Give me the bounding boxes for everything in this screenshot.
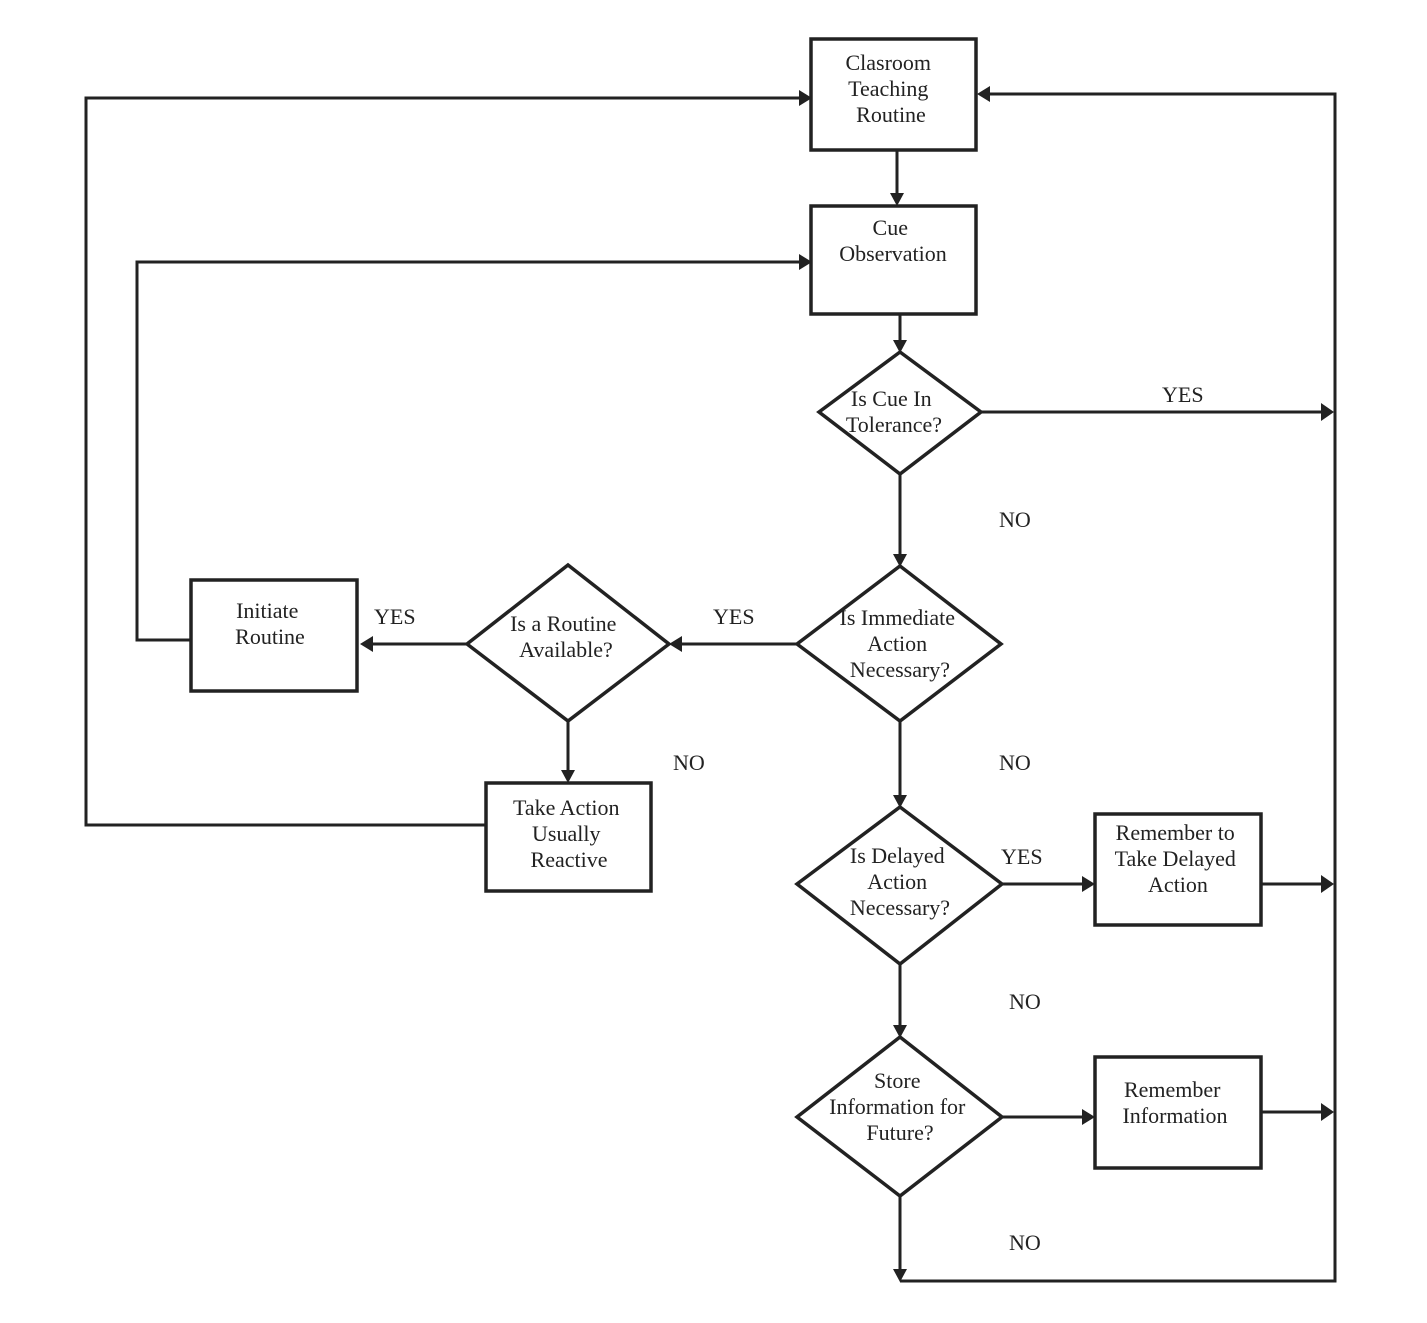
edge-label-routine-no: NO: [673, 750, 705, 775]
node-label: Remember Information: [1122, 1077, 1227, 1128]
node-cue-observation: Cue Observation: [809, 204, 978, 316]
arrowhead-into-immediate: [893, 554, 907, 567]
decision-is-cue-in-tolerance: Is Cue In Tolerance?: [816, 349, 984, 477]
arrowhead-into-tolerance: [893, 340, 907, 353]
arrowhead-into-routine-available: [669, 636, 682, 652]
connector-return-line: [900, 92, 1337, 1283]
edge-label-tolerance-no: NO: [999, 507, 1031, 532]
arrowhead-into-remember-delayed: [1082, 876, 1095, 892]
node-label: Cue Observation: [839, 215, 947, 266]
arrowhead-remember-info-out: [1321, 1103, 1334, 1121]
node-take-action-usually-reactive: Take Action Usually Reactive: [484, 781, 653, 893]
node-label: Initiate Routine: [235, 598, 305, 649]
node-remember-to-take-delayed-action: Remember to Take Delayed Action: [1093, 812, 1263, 927]
arrowhead-remember-delayed-out: [1321, 875, 1334, 893]
arrowhead-into-cue-from-loop: [799, 254, 812, 270]
arrowhead-into-cue-observation: [890, 193, 904, 206]
node-label: Is Immediate Action Necessary?: [840, 605, 961, 682]
edge-label-delayed-yes: YES: [1001, 844, 1043, 869]
node-label: Is a Routine Available?: [510, 611, 622, 662]
node-label: Remember to Take Delayed Action: [1115, 820, 1242, 897]
decision-is-delayed-action-necessary: Is Delayed Action Necessary?: [794, 804, 1005, 967]
node-label: Is Cue In Tolerance?: [846, 386, 942, 437]
edge-label-routine-yes: YES: [374, 604, 416, 629]
decision-store-information-for-future: Store Information for Future?: [794, 1034, 1005, 1199]
edge-label-immediate-no: NO: [999, 750, 1031, 775]
node-label: Clasroom Teaching Routine: [845, 50, 936, 127]
edge-labels: YES NO YES NO YES NO YES NO NO: [374, 382, 1204, 1255]
edge-label-store-no: NO: [1009, 1230, 1041, 1255]
arrowhead-into-store: [893, 1025, 907, 1038]
decision-is-routine-available: Is a Routine Available?: [464, 562, 672, 724]
arrowhead-tolerance-yes: [1321, 403, 1334, 421]
connector-initiate-routine-loop: [135, 260, 800, 642]
decision-is-immediate-action-necessary: Is Immediate Action Necessary?: [794, 563, 1004, 724]
arrowhead-into-take-action: [561, 770, 575, 783]
node-classroom-teaching-routine: Clasroom Teaching Routine: [809, 37, 978, 152]
node-label: Is Delayed Action Necessary?: [850, 843, 950, 920]
arrowhead-into-remember-info: [1082, 1109, 1095, 1125]
connector-take-action-loop: [84, 96, 800, 827]
edge-label-tolerance-yes: YES: [1162, 382, 1204, 407]
edge-label-delayed-no: NO: [1009, 989, 1041, 1014]
node-remember-information: Remember Information: [1093, 1055, 1263, 1170]
arrowhead-into-initiate-routine: [360, 636, 373, 652]
node-label: Store Information for Future?: [829, 1068, 971, 1145]
arrowheads: [360, 86, 1334, 1282]
arrowhead-into-classroom-from-return: [977, 86, 990, 102]
connectors: [84, 92, 1337, 1283]
edge-label-immediate-yes: YES: [713, 604, 755, 629]
arrowhead-into-classroom-from-loop: [799, 90, 812, 106]
node-initiate-routine: Initiate Routine: [189, 578, 359, 693]
node-label: Take Action Usually Reactive: [513, 795, 625, 872]
arrowhead-into-delayed: [893, 795, 907, 808]
arrowhead-store-no-down: [893, 1269, 907, 1282]
